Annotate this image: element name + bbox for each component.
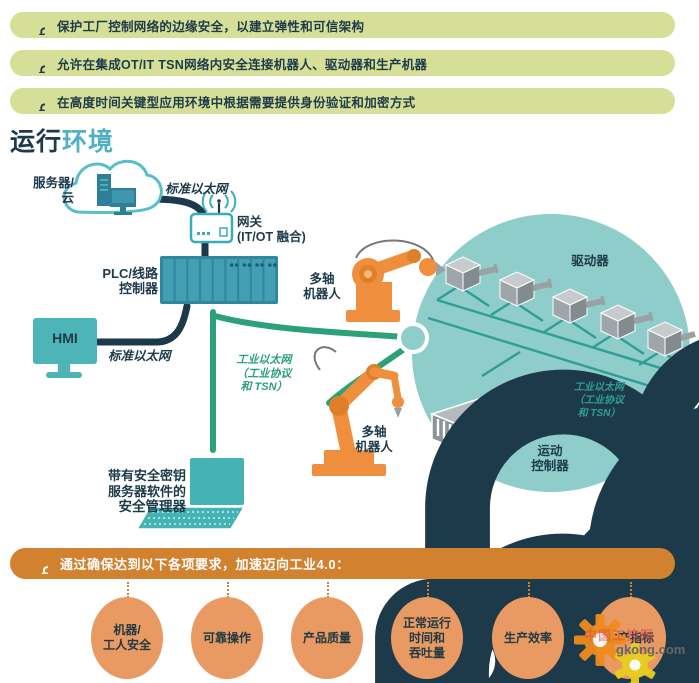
drive-4	[599, 304, 654, 340]
security-manager-laptop	[135, 458, 246, 530]
plc-rack	[160, 256, 278, 304]
dotted-connector	[630, 582, 632, 598]
banner-text: 允许在集成OT/IT TSN网络内安全连接机器人、驱动器和生产机器	[57, 57, 428, 72]
server-cloud	[62, 159, 163, 215]
dotted-connector	[127, 582, 129, 598]
section-title: 运行环境	[10, 128, 115, 156]
label-gateway: 网关(IT/OT 融合)	[237, 215, 306, 244]
banner-edge-security: 保护工厂控制网络的边缘安全，以建立弹性和可信架构	[10, 12, 675, 38]
robot-tool-tip	[436, 262, 446, 276]
lock-icon	[37, 65, 45, 73]
requirement-uptime-throughput: 正常运行 时间和 吞吐量	[391, 597, 463, 679]
banner-industry40: 通过确保达到以下各项要求，加速迈向工业4.0：	[10, 548, 675, 579]
zoom-origin-circle	[397, 322, 429, 354]
gear-icon	[574, 614, 626, 666]
label-security-manager-bold: 安全管理器	[118, 499, 187, 514]
robot-gripper-tip	[394, 408, 402, 418]
label-robot-bottom: 多轴 机器人	[355, 425, 393, 454]
cable-plc-robot1	[212, 313, 407, 340]
drive-2	[498, 271, 699, 683]
robot-arm-bottom	[312, 346, 404, 476]
robot-cable	[355, 239, 435, 263]
watermark-text-cn: 中国工控网	[584, 628, 655, 643]
banner-text: 在高度时间关键型应用环境中根据需要提供身份验证和加密方式	[57, 95, 416, 110]
label-plc: PLC/线路 控制器	[102, 266, 158, 296]
drive-1	[444, 256, 699, 683]
banner-text: 通过确保达到以下各项要求，加速迈向工业4.0：	[60, 557, 350, 572]
label-motion-controller: 运动 控制器	[531, 444, 569, 473]
label-robot-top: 多轴 机器人	[303, 272, 341, 301]
banner-text: 保护工厂控制网络的边缘安全，以建立弹性和可信架构	[57, 19, 365, 34]
banner-authentication: 在高度时间关键型应用环境中根据需要提供身份验证和加密方式	[10, 88, 675, 114]
label-industrial-ethernet-circle: 工业以太网 （工业协议 和 TSN）	[574, 382, 624, 419]
label-drives: 驱动器	[571, 254, 609, 268]
gear-icon	[614, 643, 656, 683]
lock-icon	[37, 27, 45, 35]
gateway-router	[189, 190, 237, 244]
banner-secure-connect: 允许在集成OT/IT TSN网络内安全连接机器人、驱动器和生产机器	[10, 50, 675, 76]
dotted-connector	[327, 582, 329, 598]
drive-units	[444, 256, 699, 683]
drive-5	[646, 321, 696, 357]
watermark-url: gkong.com	[616, 642, 686, 657]
label-server-cloud: 服务器/ 云	[33, 176, 74, 205]
requirement-product-quality: 产品质量	[291, 597, 363, 679]
label-standard-ethernet-top: 标准以太网	[165, 182, 228, 196]
requirement-production-efficiency: 生产效率	[492, 597, 564, 679]
drive-3	[551, 288, 699, 683]
label-standard-ethernet-bottom: 标准以太网	[108, 349, 171, 363]
wifi-icon	[201, 190, 237, 213]
requirement-safety: 机器/ 工人安全	[91, 597, 163, 679]
label-security-manager: 带有安全密钥 服务器软件的	[107, 468, 186, 499]
dotted-connector	[227, 582, 229, 598]
robot-cable	[313, 346, 337, 371]
robot-arm-top	[346, 239, 446, 322]
lock-icon	[40, 566, 48, 574]
dotted-connector	[427, 582, 429, 598]
label-hmi: HMI	[52, 330, 78, 346]
cable-hmi-plc	[92, 302, 191, 346]
hmi-monitor	[33, 318, 97, 378]
lock-icon	[37, 103, 45, 111]
requirement-reliable-operation: 可靠操作	[191, 597, 263, 679]
label-industrial-ethernet-left: 工业以太网 （工业协议 和 TSN）	[236, 354, 292, 393]
dotted-connector	[528, 582, 530, 598]
watermark-gears	[574, 614, 656, 683]
